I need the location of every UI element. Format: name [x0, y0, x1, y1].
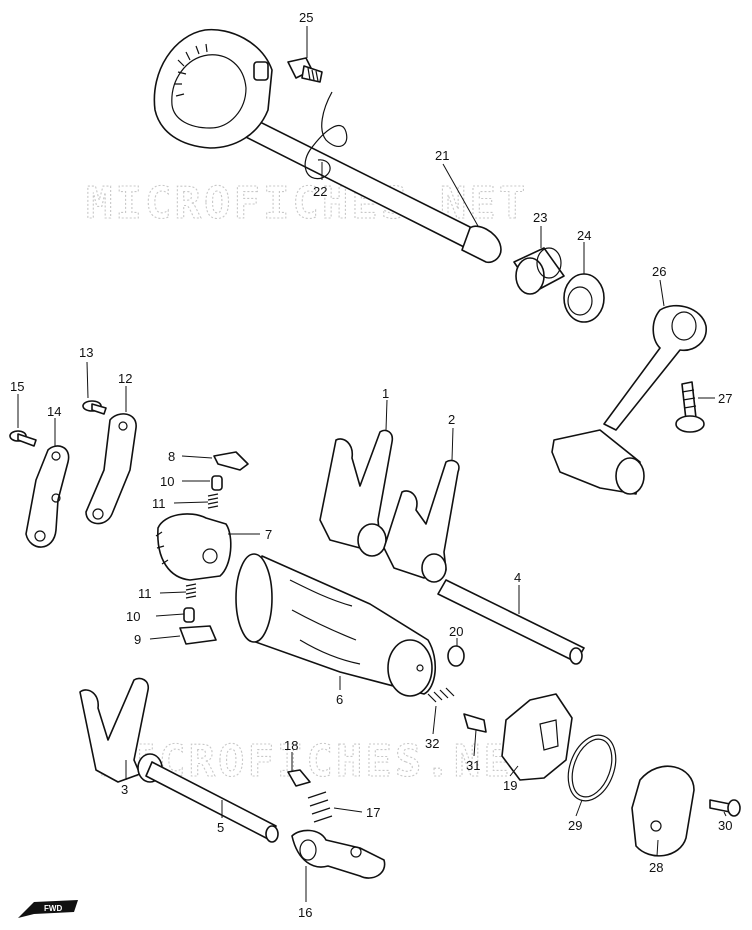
- callout-11-bottom: 11: [138, 586, 152, 601]
- callout-28: 28: [649, 860, 663, 875]
- shift-fork-2: [383, 459, 460, 583]
- bolt-25: [287, 57, 323, 83]
- callout-21: 21: [435, 148, 449, 163]
- callout-12: 12: [118, 371, 132, 386]
- watermark-top: MICROFICHES.NET: [86, 178, 528, 229]
- pin-10-top: [211, 475, 223, 491]
- callout-30: 30: [718, 818, 732, 833]
- oil-seal-24: [563, 273, 605, 323]
- stopper-arm-16: [291, 829, 386, 879]
- callout-17: 17: [366, 805, 380, 820]
- spring-11-top: [207, 493, 219, 509]
- shift-lever-26: [551, 304, 707, 495]
- clip-22: [304, 91, 348, 180]
- callout-10-bottom: 10: [126, 609, 140, 624]
- callout-14: 14: [47, 404, 61, 419]
- o-ring-29: [567, 734, 617, 802]
- fwd-label: FWD: [44, 904, 62, 913]
- leader-lines: [17, 26, 727, 902]
- pawl-9: [179, 625, 217, 645]
- callout-5: 5: [217, 820, 224, 835]
- bolt-27: [675, 381, 705, 433]
- callout-19: 19: [503, 778, 517, 793]
- callout-3: 3: [121, 782, 128, 797]
- cam-guide-7: [155, 513, 232, 581]
- bolt-18: [287, 769, 311, 787]
- callout-15: 15: [10, 379, 24, 394]
- callout-7: 7: [265, 527, 272, 542]
- callout-23: 23: [533, 210, 547, 225]
- callout-20: 20: [449, 624, 463, 639]
- bushing-23: [513, 247, 565, 295]
- pawl-8: [213, 451, 249, 471]
- callout-16: 16: [298, 905, 312, 920]
- callout-6: 6: [336, 692, 343, 707]
- callout-labels: 25 22 21 23 24 26 27 1 2 4 7 8 10 11 11 …: [10, 10, 732, 920]
- plate-12: [85, 413, 137, 525]
- pin-10-bottom: [183, 607, 195, 623]
- callout-13: 13: [79, 345, 93, 360]
- callout-25: 25: [299, 10, 313, 25]
- callout-29: 29: [568, 818, 582, 833]
- shift-drum-6: [235, 553, 437, 697]
- screw-15: [9, 430, 37, 447]
- callout-4: 4: [514, 570, 521, 585]
- screw-13: [82, 400, 107, 415]
- callout-9: 9: [134, 632, 141, 647]
- fork-shaft-5: [145, 761, 279, 843]
- fork-shaft-4: [437, 579, 585, 665]
- callout-27: 27: [718, 391, 732, 406]
- pin-31: [463, 713, 487, 733]
- callout-2: 2: [448, 412, 455, 427]
- callout-22: 22: [313, 184, 327, 199]
- callout-24: 24: [577, 228, 591, 243]
- callout-31: 31: [466, 758, 480, 773]
- callout-10-top: 10: [160, 474, 174, 489]
- plate-14: [25, 445, 70, 548]
- callout-26: 26: [652, 264, 666, 279]
- callout-32: 32: [425, 736, 439, 751]
- spring-17: [307, 791, 333, 823]
- spring-32: [427, 687, 455, 703]
- cap-20: [447, 645, 465, 667]
- cover-28: [631, 765, 695, 857]
- gearshift-shaft: [153, 28, 502, 264]
- callout-1: 1: [382, 386, 389, 401]
- shift-fork-1: [319, 429, 394, 557]
- callout-11-top: 11: [152, 496, 166, 511]
- screw-30: [709, 799, 741, 817]
- spring-11-bottom: [185, 583, 197, 599]
- callout-18: 18: [284, 738, 298, 753]
- stopper-19: [501, 693, 573, 781]
- fwd-arrow-icon: FWD: [18, 900, 78, 918]
- callout-8: 8: [168, 449, 175, 464]
